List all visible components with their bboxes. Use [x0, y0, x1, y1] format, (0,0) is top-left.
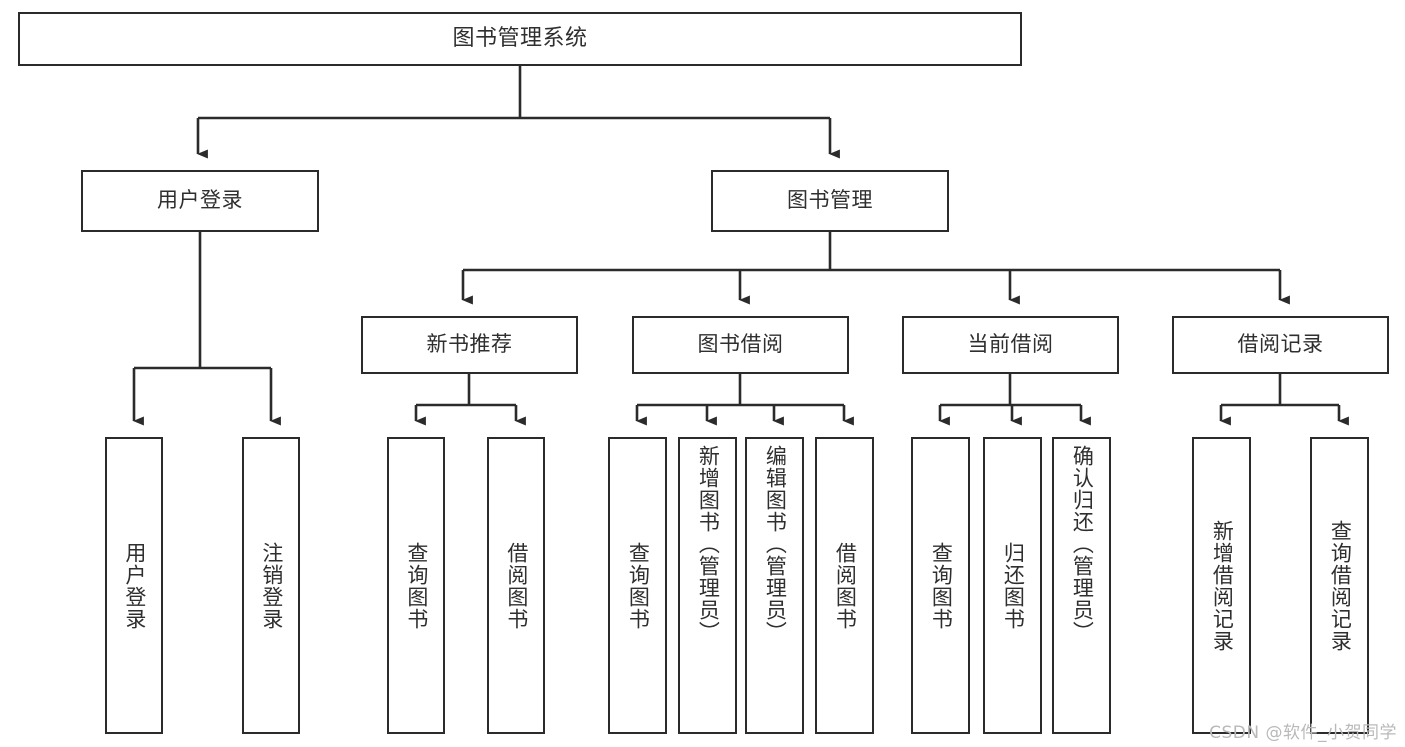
node-leaf-recommend-query-book-label: 查询图书: [404, 541, 429, 630]
node-leaf-borrow-query-book-label: 查询图书: [626, 541, 651, 630]
node-new-book-recommend-label: 新书推荐: [426, 332, 513, 357]
node-leaf-confirm-return-admin[interactable]: 确认归还（管理员）: [1052, 437, 1111, 734]
node-user-login-label: 用户登录: [157, 188, 243, 213]
node-leaf-borrow-book[interactable]: 借阅图书: [815, 437, 874, 734]
node-leaf-borrow-book-label: 借阅图书: [833, 541, 858, 630]
node-current-borrow-label: 当前借阅: [967, 332, 1054, 357]
node-book-manage-label: 图书管理: [787, 188, 873, 213]
node-leaf-return-book[interactable]: 归还图书: [983, 437, 1042, 734]
node-leaf-user-login-label: 用户登录: [122, 541, 147, 630]
node-leaf-user-login[interactable]: 用户登录: [105, 437, 163, 734]
node-leaf-add-book-admin[interactable]: 新增图书（管理员）: [678, 437, 737, 734]
node-user-login[interactable]: 用户登录: [81, 170, 319, 232]
node-leaf-current-query-book-label: 查询图书: [929, 541, 954, 630]
node-leaf-edit-book-admin-label: 编辑图书（管理员）: [763, 445, 788, 643]
node-leaf-add-borrow-record[interactable]: 新增借阅记录: [1192, 437, 1251, 734]
node-leaf-edit-book-admin[interactable]: 编辑图书（管理员）: [745, 437, 804, 734]
node-leaf-user-logout[interactable]: 注销登录: [242, 437, 300, 734]
node-leaf-query-borrow-record-label: 查询借阅记录: [1328, 519, 1353, 652]
node-leaf-query-borrow-record[interactable]: 查询借阅记录: [1310, 437, 1369, 734]
node-leaf-current-query-book[interactable]: 查询图书: [911, 437, 970, 734]
node-book-borrow-label: 图书借阅: [697, 332, 784, 357]
node-leaf-add-book-admin-label: 新增图书（管理员）: [696, 445, 721, 643]
node-leaf-confirm-return-admin-label: 确认归还（管理员）: [1070, 445, 1095, 643]
node-leaf-recommend-query-book[interactable]: 查询图书: [387, 437, 445, 734]
node-book-manage[interactable]: 图书管理: [711, 170, 949, 232]
node-leaf-recommend-borrow-book-label: 借阅图书: [504, 541, 529, 630]
node-leaf-user-logout-label: 注销登录: [259, 541, 284, 630]
node-root[interactable]: 图书管理系统: [18, 12, 1022, 66]
csdn-watermark: CSDN @软件_小贺同学: [1209, 723, 1397, 743]
node-leaf-recommend-borrow-book[interactable]: 借阅图书: [487, 437, 545, 734]
node-book-borrow[interactable]: 图书借阅: [632, 316, 849, 374]
node-leaf-borrow-query-book[interactable]: 查询图书: [608, 437, 667, 734]
node-leaf-return-book-label: 归还图书: [1001, 541, 1026, 630]
node-borrow-record-label: 借阅记录: [1237, 332, 1324, 357]
node-leaf-add-borrow-record-label: 新增借阅记录: [1210, 519, 1235, 652]
node-borrow-record[interactable]: 借阅记录: [1172, 316, 1389, 374]
node-root-label: 图书管理系统: [452, 25, 588, 51]
node-new-book-recommend[interactable]: 新书推荐: [361, 316, 578, 374]
node-current-borrow[interactable]: 当前借阅: [902, 316, 1119, 374]
